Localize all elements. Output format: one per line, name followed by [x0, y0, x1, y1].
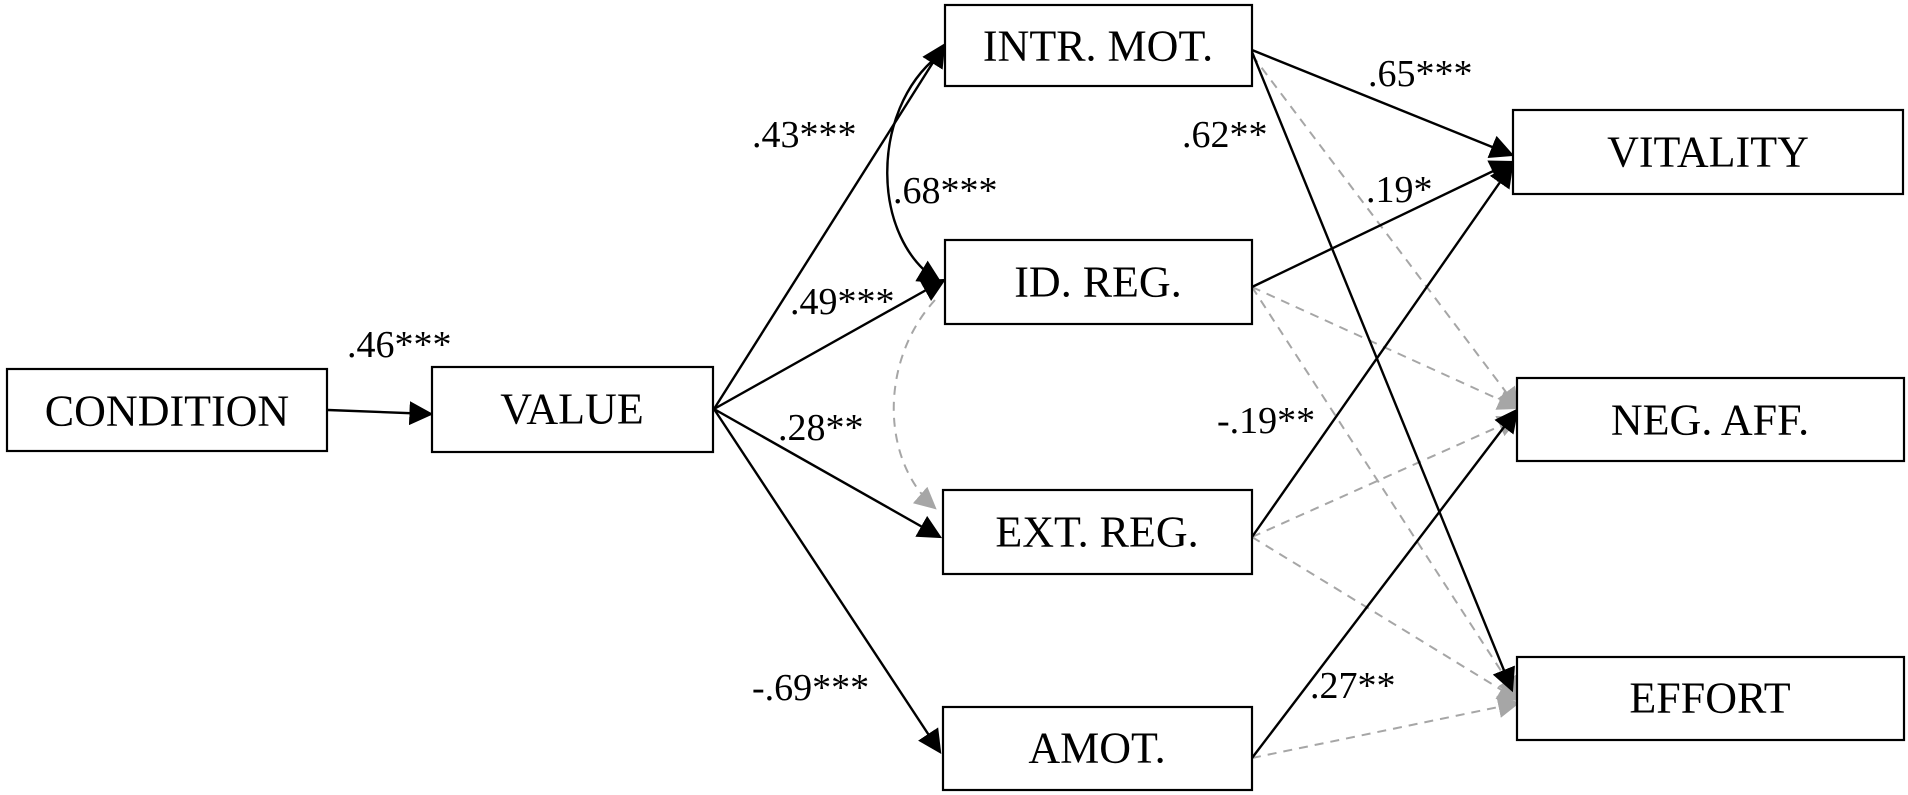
path-value-amot [712, 408, 942, 755]
path-value-ext-reg [713, 407, 943, 539]
coef-intr-mot-id-reg: .68*** [893, 170, 998, 212]
node-id-reg: ID. REG. [943, 238, 1254, 326]
path-id-reg-vitality [1251, 160, 1515, 289]
node-amot: AMOT. [941, 705, 1254, 792]
path-amot-neg-aff [1251, 408, 1519, 759]
svg-text:EXT. REG.: EXT. REG. [995, 508, 1198, 557]
coef-value-ext-reg: .28** [778, 407, 864, 449]
node-neg-aff: NEG. AFF. [1515, 376, 1906, 463]
path-amot-effort [1251, 696, 1521, 759]
path-id-reg-ext-reg [892, 299, 937, 510]
svg-text:CONDITION: CONDITION [45, 387, 289, 436]
path-intr-mot-neg-aff [1251, 54, 1520, 410]
path-intr-mot-id-reg [886, 55, 943, 284]
svg-text:AMOT.: AMOT. [1028, 724, 1165, 773]
coef-value-amot: -.69*** [752, 667, 869, 709]
path-ext-reg-neg-aff [1251, 416, 1521, 538]
coef-value-id-reg: .49*** [790, 281, 895, 323]
coef-ext-reg-vitality: -.19** [1217, 400, 1315, 442]
path-id-reg-effort [1251, 286, 1520, 699]
path-value-id-reg [713, 278, 947, 411]
svg-text:EFFORT: EFFORT [1629, 674, 1790, 723]
node-condition: CONDITION [5, 367, 329, 453]
coef-amot-neg-aff: .27** [1310, 665, 1396, 707]
coef-condition-value: .46*** [347, 324, 452, 366]
svg-text:VITALITY: VITALITY [1607, 128, 1809, 177]
svg-text:NEG. AFF.: NEG. AFF. [1611, 396, 1809, 445]
svg-text:INTR. MOT.: INTR. MOT. [983, 22, 1213, 71]
path-ext-reg-effort [1251, 536, 1520, 702]
nonsignificant-paths [892, 54, 1521, 759]
coefficient-labels: .46*** .43*** .49*** .28** -.69*** .68**… [347, 53, 1473, 709]
svg-text:VALUE: VALUE [500, 385, 643, 434]
path-condition-value [327, 401, 434, 426]
coef-intr-mot-vitality: .65*** [1368, 53, 1473, 95]
svg-text:ID. REG.: ID. REG. [1014, 258, 1181, 307]
path-intr-mot-effort [1250, 51, 1515, 693]
coef-intr-mot-effort: .62** [1182, 114, 1268, 156]
path-intr-mot-vitality [1251, 48, 1515, 159]
node-effort: EFFORT [1515, 655, 1906, 742]
node-vitality: VITALITY [1511, 108, 1905, 196]
coef-id-reg-vitality: .19* [1366, 169, 1433, 211]
node-intr-mot: INTR. MOT. [943, 3, 1254, 88]
path-ext-reg-vitality [1251, 163, 1514, 538]
path-value-intr-mot [712, 42, 946, 410]
node-value: VALUE [430, 365, 715, 454]
coef-value-intr-mot: .43*** [752, 114, 857, 156]
significant-paths [327, 42, 1519, 759]
node-ext-reg: EXT. REG. [941, 488, 1254, 576]
